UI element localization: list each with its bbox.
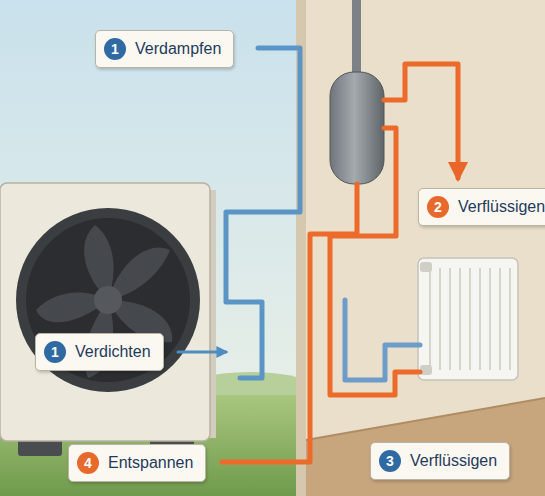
step-number: 1 xyxy=(44,341,66,363)
step-number: 3 xyxy=(379,450,401,472)
fan-grille xyxy=(16,208,200,392)
floor-edge xyxy=(306,398,545,440)
step-number: 2 xyxy=(427,196,449,218)
step-name: Verflüssigen xyxy=(458,198,545,216)
fan-hub xyxy=(94,286,122,314)
step-label-box: 1 Verdampfen xyxy=(95,30,234,68)
fan-blades xyxy=(36,225,172,378)
radiator-valve xyxy=(420,262,432,272)
buffer-tank xyxy=(330,72,384,184)
flow-pipe xyxy=(330,128,420,395)
step-number: 4 xyxy=(77,452,99,474)
step-name: Entspannen xyxy=(108,454,193,472)
outdoor-unit xyxy=(0,183,210,441)
refrigerant-pipe xyxy=(226,48,300,378)
step-label-box: 2 Verflüssigen xyxy=(418,188,545,226)
radiator-fins xyxy=(430,268,510,370)
hot-pipe xyxy=(222,184,357,462)
house-wall xyxy=(296,0,545,496)
supply-pipe xyxy=(352,0,361,80)
floor xyxy=(306,398,545,496)
radiator xyxy=(418,258,518,380)
pipes xyxy=(178,48,458,462)
step-label-box: 1 Verdichten xyxy=(35,333,164,371)
fan-opening xyxy=(26,218,190,382)
step-name: Verdampfen xyxy=(135,40,221,58)
step-name: Verdichten xyxy=(75,343,151,361)
step-number: 1 xyxy=(104,38,126,60)
step-label-box: 4 Entspannen xyxy=(68,444,206,482)
return-pipe xyxy=(345,300,420,380)
pointer-arrow xyxy=(178,351,226,354)
step-label-box: 3 Verflüssigen xyxy=(370,442,510,480)
step-name: Verflüssigen xyxy=(410,452,497,470)
